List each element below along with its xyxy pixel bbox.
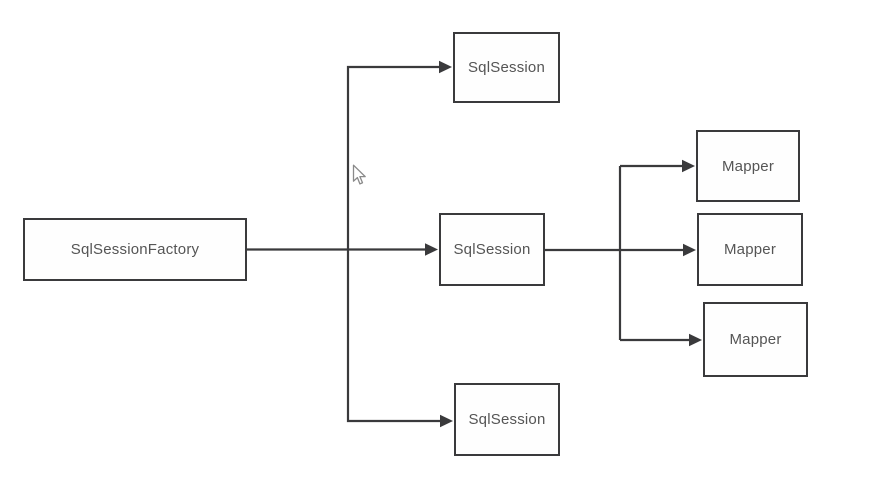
- node-sqlsession-bottom: SqlSession: [454, 383, 560, 456]
- edge-factory-branch-trunk: [346, 65, 440, 423]
- node-mapper-bottom: Mapper: [703, 302, 808, 377]
- node-sqlsessionfactory: SqlSessionFactory: [23, 218, 247, 281]
- node-label: SqlSessionFactory: [70, 241, 200, 258]
- node-sqlsession-middle: SqlSession: [439, 213, 545, 286]
- node-label: SqlSession: [453, 241, 531, 258]
- node-label: Mapper: [729, 331, 782, 348]
- mouse-cursor-icon: [352, 164, 366, 185]
- node-label: SqlSession: [467, 59, 546, 76]
- node-label: SqlSession: [468, 411, 546, 428]
- node-mapper-middle: Mapper: [697, 213, 803, 286]
- node-sqlsession-top: SqlSession: [453, 32, 560, 103]
- node-label: Mapper: [723, 241, 777, 258]
- node-label: Mapper: [721, 157, 775, 175]
- node-mapper-top: Mapper: [696, 130, 800, 202]
